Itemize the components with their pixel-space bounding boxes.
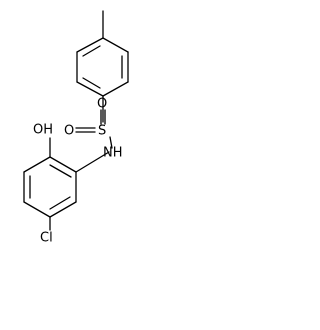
atom-label-nitrogen: NH: [103, 146, 123, 161]
atom-label-oxygen-top: O: [97, 97, 107, 112]
n-ring-bond: [75, 151, 110, 173]
atom-label-chlorine: Cl: [40, 231, 53, 246]
atom-label-oxygen-left: O: [64, 124, 74, 139]
atom-label-sulfur: S: [98, 124, 106, 139]
chemical-structure: O O S NH OH Cl: [23, 10, 129, 246]
atom-label-hydroxyl: OH: [33, 123, 53, 138]
s-n-bond: [109, 136, 113, 149]
aminophenol-ring: [23, 156, 77, 218]
toluene-ring: [76, 37, 129, 97]
